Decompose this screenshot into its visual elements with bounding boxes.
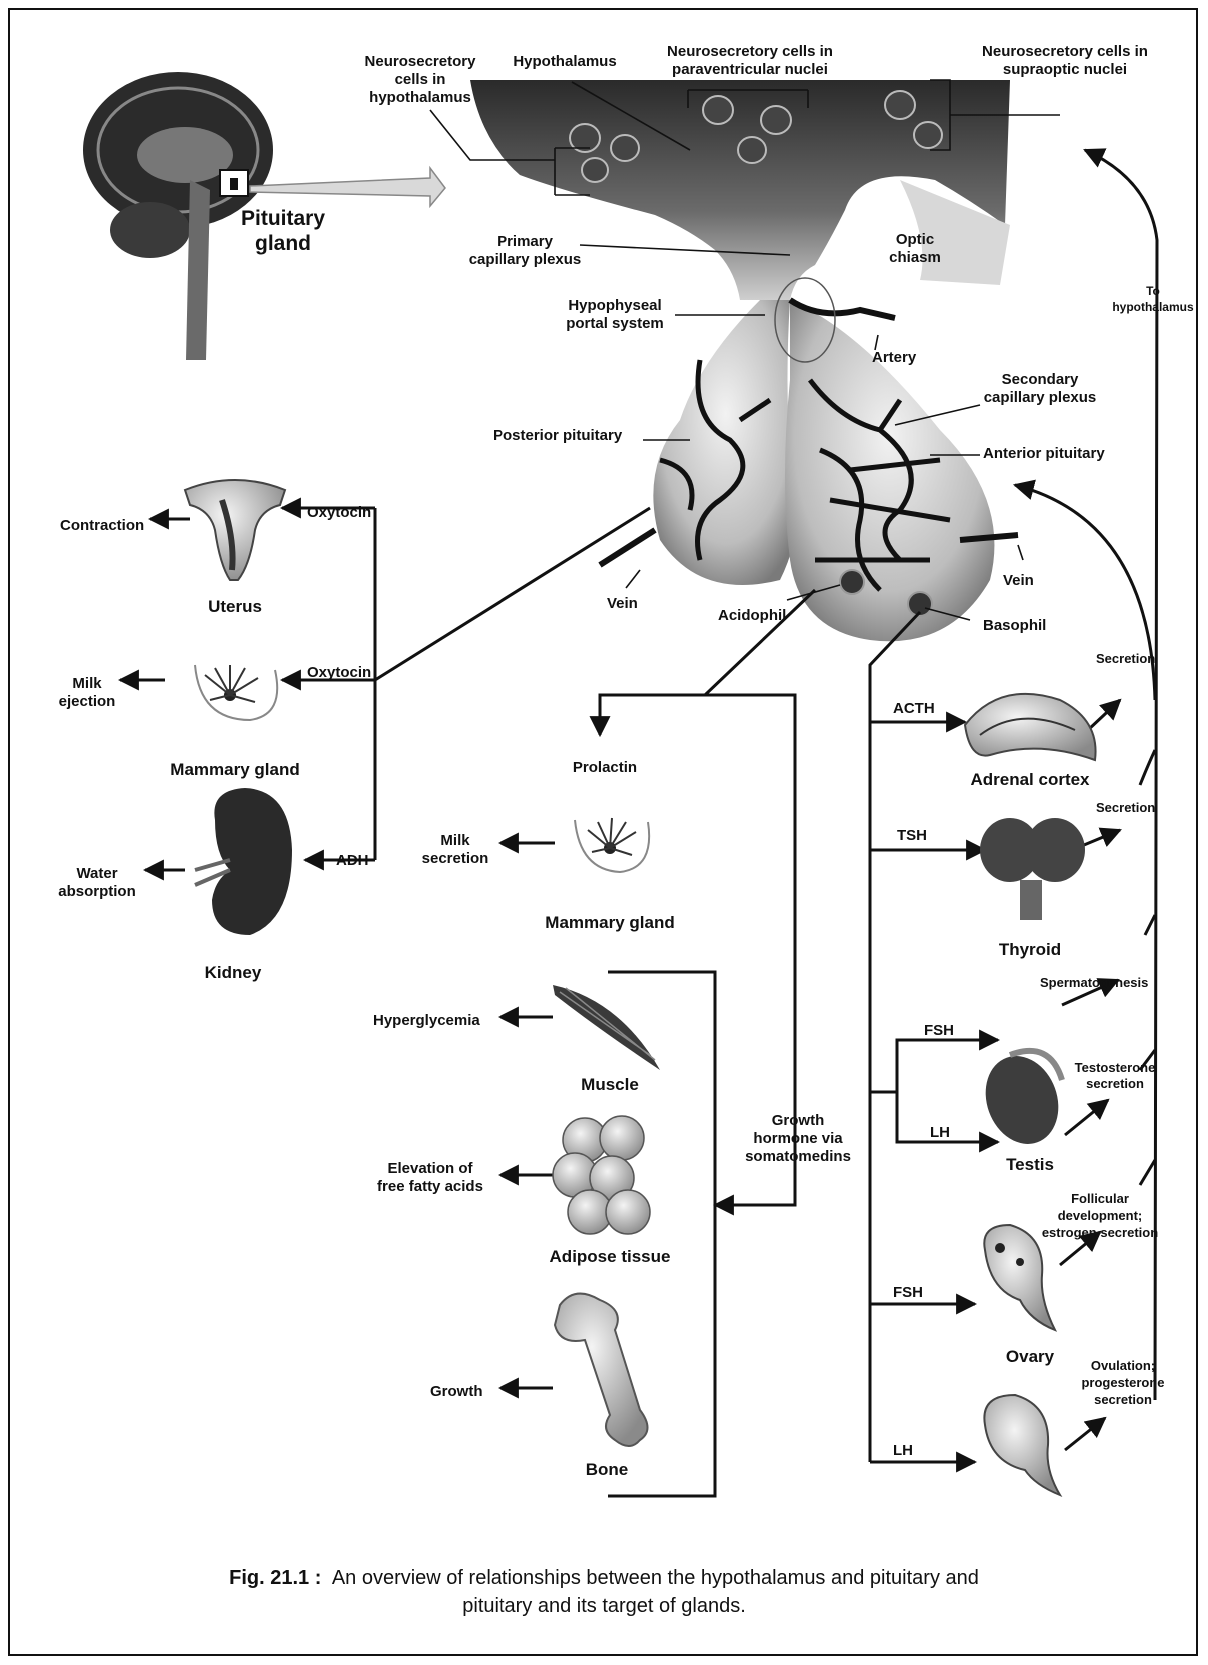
- label-artery: Artery: [872, 349, 917, 366]
- label-ffa-2: free fatty acids: [377, 1178, 483, 1195]
- label-growth-hormone-2: hormone via: [753, 1130, 843, 1147]
- label-primary-plexus-1: Primary: [497, 233, 554, 250]
- label-secretion-1: Secretion: [1096, 651, 1155, 666]
- label-hyperglycemia: Hyperglycemia: [373, 1012, 480, 1029]
- label-milk-secretion-2: secretion: [422, 850, 489, 867]
- label-ovulation-2: progesterone: [1081, 1375, 1164, 1390]
- label-uterus: Uterus: [208, 597, 262, 616]
- label-fsh-2: FSH: [893, 1284, 923, 1301]
- label-follicular-3: estrogen secretion: [1042, 1225, 1158, 1240]
- label-mammary-gland-mid: Mammary gland: [545, 913, 674, 932]
- testis-icon: [974, 1046, 1071, 1155]
- label-neurosecretory-hypothalamus-3: hypothalamus: [369, 89, 471, 106]
- label-ovulation-3: secretion: [1094, 1392, 1152, 1407]
- label-basophil: Basophil: [983, 617, 1046, 634]
- label-milk-ejection-1: Milk: [72, 675, 102, 692]
- label-neurosecretory-hypothalamus-2: cells in: [395, 71, 446, 88]
- label-portal-system-1: Hypophyseal: [568, 297, 661, 314]
- label-adrenal-cortex: Adrenal cortex: [970, 770, 1090, 789]
- label-muscle: Muscle: [581, 1075, 639, 1094]
- label-testosterone-2: secretion: [1086, 1076, 1144, 1091]
- label-growth: Growth: [430, 1383, 483, 1400]
- label-secondary-plexus-2: capillary plexus: [984, 389, 1097, 406]
- label-mammary-gland-left: Mammary gland: [170, 760, 299, 779]
- kidney-icon: [195, 788, 292, 935]
- label-neurosecretory-hypothalamus-1: Neurosecretory: [365, 53, 477, 70]
- caption-text-1: An overview of relationships between the…: [332, 1567, 979, 1589]
- bone-icon: [555, 1294, 648, 1446]
- label-supraoptic-2: supraoptic nuclei: [1003, 61, 1127, 78]
- acidophil-pathway: [500, 590, 815, 1496]
- hypothalamus-pituitary-illustration: [470, 80, 1018, 641]
- adrenal-cortex-icon: [965, 694, 1096, 760]
- caption-number: Fig. 21.1 :: [229, 1567, 321, 1589]
- label-thyroid: Thyroid: [999, 940, 1061, 959]
- label-milk-ejection-2: ejection: [59, 693, 116, 710]
- uterus-icon: [185, 480, 285, 580]
- label-bone: Bone: [586, 1460, 629, 1479]
- label-fsh-1: FSH: [924, 1022, 954, 1039]
- label-paraventricular-1: Neurosecretory cells in: [667, 43, 833, 60]
- label-portal-system-2: portal system: [566, 315, 664, 332]
- label-lh-1: LH: [930, 1124, 950, 1141]
- label-optic-chiasm-1: Optic: [896, 231, 934, 248]
- label-contraction: Contraction: [60, 517, 144, 534]
- label-growth-hormone-3: somatomedins: [745, 1148, 851, 1165]
- label-oxytocin-2: Oxytocin: [307, 664, 371, 681]
- label-ovulation-1: Ovulation;: [1091, 1358, 1155, 1373]
- label-follicular-2: development;: [1058, 1208, 1143, 1223]
- label-paraventricular-2: paraventricular nuclei: [672, 61, 828, 78]
- label-acidophil: Acidophil: [718, 607, 786, 624]
- label-water-absorption-1: Water: [76, 865, 117, 882]
- label-oxytocin-1: Oxytocin: [307, 504, 371, 521]
- label-optic-chiasm-2: chiasm: [889, 249, 941, 266]
- label-growth-hormone-1: Growth: [772, 1112, 825, 1129]
- label-ovary: Ovary: [1006, 1347, 1055, 1366]
- thyroid-icon: [980, 818, 1085, 920]
- ovary-follicular-icon: [984, 1225, 1055, 1330]
- figure-caption: Fig. 21.1 : An overview of relationships…: [229, 1567, 979, 1617]
- label-pituitary-gland-2: gland: [255, 232, 311, 255]
- ovary-ovulation-icon: [984, 1395, 1060, 1495]
- label-lh-2: LH: [893, 1442, 913, 1459]
- adipose-tissue-icon: [553, 1116, 650, 1234]
- caption-line-2: pituitary and its target of glands.: [462, 1595, 746, 1617]
- label-water-absorption-2: absorption: [58, 883, 136, 900]
- label-follicular-1: Follicular: [1071, 1191, 1129, 1206]
- label-testosterone-1: Testosterone: [1075, 1060, 1156, 1075]
- label-acth: ACTH: [893, 700, 935, 717]
- label-to-hypothalamus-1: To: [1146, 284, 1160, 298]
- muscle-icon: [553, 985, 660, 1070]
- label-vein-right: Vein: [1003, 572, 1034, 589]
- mammary-gland-mid-icon: [575, 818, 649, 872]
- label-prolactin: Prolactin: [573, 759, 637, 776]
- label-adipose-tissue: Adipose tissue: [550, 1247, 671, 1266]
- label-spermatogenesis: Spermatogenesis: [1040, 975, 1148, 990]
- label-primary-plexus-2: capillary plexus: [469, 251, 582, 268]
- label-ffa-1: Elevation of: [387, 1160, 473, 1177]
- label-kidney: Kidney: [205, 963, 262, 982]
- label-pituitary-gland-1: Pituitary: [241, 207, 325, 230]
- label-anterior-pituitary: Anterior pituitary: [983, 445, 1105, 462]
- label-adh: ADH: [336, 852, 369, 869]
- label-secretion-2: Secretion: [1096, 800, 1155, 815]
- mammary-gland-icon: [195, 665, 277, 720]
- label-secondary-plexus-1: Secondary: [1002, 371, 1079, 388]
- label-posterior-pituitary: Posterior pituitary: [493, 427, 623, 444]
- label-milk-secretion-1: Milk: [440, 832, 470, 849]
- label-tsh: TSH: [897, 827, 927, 844]
- caption-line-1: Fig. 21.1 : An overview of relationships…: [229, 1567, 979, 1589]
- label-testis: Testis: [1006, 1155, 1054, 1174]
- label-to-hypothalamus-2: hypothalamus: [1112, 300, 1194, 314]
- label-hypothalamus: Hypothalamus: [513, 53, 616, 70]
- label-supraoptic-1: Neurosecretory cells in: [982, 43, 1148, 60]
- label-vein-left: Vein: [607, 595, 638, 612]
